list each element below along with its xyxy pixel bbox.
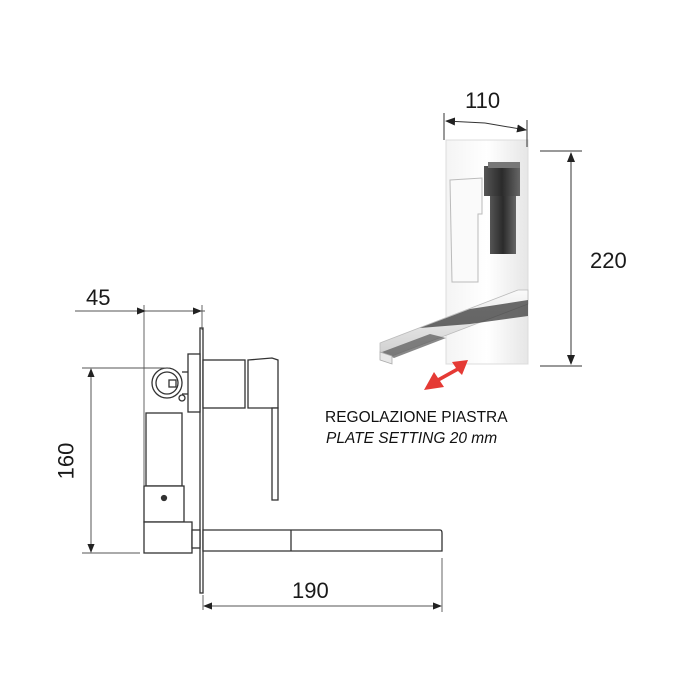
plate-setting-arrow-icon bbox=[424, 360, 468, 390]
caption-line-italian: REGOLAZIONE PIASTRA bbox=[325, 409, 508, 426]
dimension-190-label: 190 bbox=[292, 578, 329, 603]
dimension-45-label: 45 bbox=[86, 285, 111, 310]
dimension-110-label: 110 bbox=[465, 88, 501, 113]
side-view-drawing bbox=[143, 327, 443, 594]
caption-line-english: PLATE SETTING 20 mm bbox=[326, 430, 498, 447]
side-view-dimension-lines bbox=[75, 305, 443, 612]
front-view-dimension-lines bbox=[443, 113, 582, 367]
dimension-220-label: 220 bbox=[590, 248, 627, 273]
front-view-faucet-illustration bbox=[379, 139, 529, 390]
dimension-160-label: 160 bbox=[53, 442, 79, 480]
